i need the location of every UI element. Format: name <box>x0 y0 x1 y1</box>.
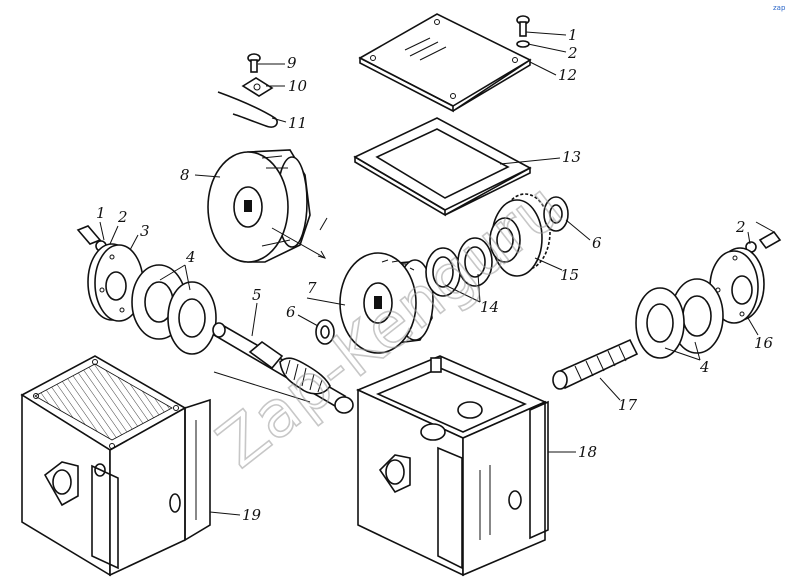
shim-4-left-b <box>167 281 217 355</box>
label-part-2-left: 2 <box>117 208 128 226</box>
assembly-axis-lines <box>213 217 775 403</box>
label-part-4-left: 4 <box>185 248 196 266</box>
label-part-1-left: 1 <box>96 204 106 222</box>
screw-9-clip-10-wire-11 <box>217 53 278 128</box>
label-part-6-lower: 6 <box>286 303 296 321</box>
label-part-2-top: 2 <box>567 44 578 62</box>
screw-1-top <box>516 15 530 48</box>
label-part-7: 7 <box>307 279 317 297</box>
label-part-15: 15 <box>560 266 579 284</box>
label-part-1-top: 1 <box>568 26 578 44</box>
label-part-17: 17 <box>618 396 638 414</box>
top-cover-plate <box>358 13 532 113</box>
washer-6-lower <box>315 319 335 345</box>
worm-wheel-7 <box>339 252 434 354</box>
worm-shaft-5 <box>212 322 354 414</box>
label-part-6-upper: 6 <box>592 234 602 252</box>
washer-6-upper <box>543 196 569 232</box>
label-part-5: 5 <box>252 286 262 304</box>
label-part-11: 11 <box>288 114 307 132</box>
shim-4-right-b <box>635 287 685 359</box>
label-part-12: 12 <box>558 66 577 84</box>
splined-shaft-17 <box>552 338 639 390</box>
shim-14-b <box>457 237 493 287</box>
label-part-13: 13 <box>562 148 581 166</box>
label-part-8: 8 <box>180 166 190 184</box>
pulley-8 <box>207 149 311 263</box>
housing-19 <box>20 355 211 577</box>
label-part-4-right: 4 <box>699 358 710 376</box>
gear-15 <box>489 193 551 277</box>
label-part-2-right: 2 <box>735 218 746 236</box>
label-part-14: 14 <box>480 298 499 316</box>
label-part-10: 10 <box>288 77 308 95</box>
label-part-19: 19 <box>242 506 262 524</box>
leader-lines <box>99 31 759 516</box>
corner-mark: zap <box>773 4 786 12</box>
gasket <box>353 117 532 217</box>
label-part-9: 9 <box>287 54 297 72</box>
housing-18 <box>355 355 549 577</box>
label-part-18: 18 <box>578 443 597 461</box>
label-part-3: 3 <box>140 222 150 240</box>
screw-2-right <box>745 230 782 253</box>
label-part-16: 16 <box>754 334 774 352</box>
part-labels: 1 2 12 9 10 11 13 8 6 1 2 3 4 7 5 6 14 1… <box>96 26 774 524</box>
